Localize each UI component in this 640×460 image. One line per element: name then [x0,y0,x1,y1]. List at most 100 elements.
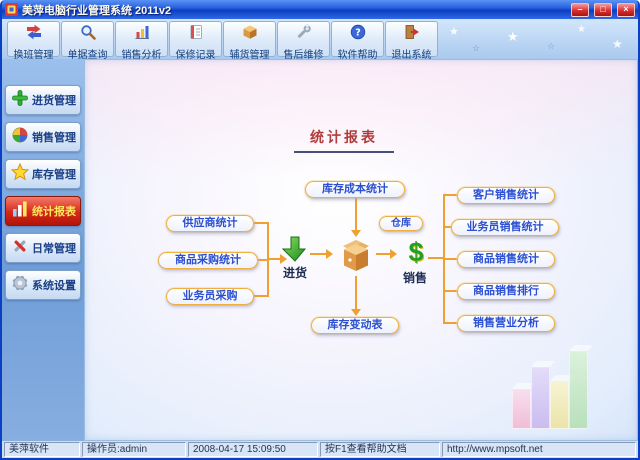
dollar-icon: $ [408,237,424,267]
connector-line [355,276,357,309]
report-link-inventory-change-table[interactable]: 库存变动表 [311,317,399,334]
toolbar-button-document-query[interactable]: 单据查询 [61,21,114,61]
sidebar: 进货管理 销售管理 库存管理 统计报表 日常管理 系统设置 [2,59,84,441]
notebook-icon [188,24,204,45]
star-decoration-icon: ★ [507,29,519,44]
connector-line [445,258,457,260]
report-link-product-sales-ranking[interactable]: 商品销售排行 [457,283,555,300]
toolbar-button-sales-analysis[interactable]: 销售分析 [115,21,168,61]
connector-line [376,253,390,255]
outbound-label: 销售 [402,271,427,285]
sidebar-item-label: 系统设置 [32,280,76,292]
report-link-inventory-cost-stats[interactable]: 库存成本统计 [305,181,405,198]
exit-door-icon [404,24,420,45]
status-company: 美萍软件 [4,442,80,457]
connector-line [445,322,457,324]
star-decoration-icon: ★ [577,24,586,35]
sidebar-item-statistics-reports[interactable]: 统计报表 [5,196,81,226]
close-button[interactable]: × [617,2,635,17]
decorative-bar [531,367,550,429]
toolbar-button-label: 保修记录 [175,50,216,61]
status-datetime: 2008-04-17 15:09:50 [188,442,318,457]
report-link-sales-business-analysis[interactable]: 销售营业分析 [457,315,555,332]
decorative-bar [550,381,569,429]
toolbar-button-label: 软件帮助 [337,50,378,61]
decorative-bar [512,389,531,429]
arrowhead-icon [280,254,287,264]
sidebar-item-inventory-management[interactable]: 库存管理 [5,159,81,189]
goods-box-icon [242,24,258,45]
sidebar-item-daily-management[interactable]: 日常管理 [5,233,81,263]
sidebar-item-purchase-management[interactable]: 进货管理 [5,85,81,115]
toolbar-button-label: 单据查询 [67,50,108,61]
star-decoration-icon: ☆ [472,43,481,53]
sidebar-item-sales-management[interactable]: 销售管理 [5,122,81,152]
report-link-salesman-sales-stats[interactable]: 业务员销售统计 [451,219,559,236]
sidebar-item-label: 日常管理 [32,243,76,255]
toolbar-button-after-sales-repair[interactable]: 售后维修 [277,21,330,61]
report-link-product-purchase-stats[interactable]: 商品采购统计 [158,252,258,269]
toolbar-button-label: 销售分析 [121,50,162,61]
connector-line [443,194,445,324]
toolbar-button-goods-management[interactable]: 辅货管理 [223,21,276,61]
toolbar-button-label: 售后维修 [283,50,324,61]
report-link-customer-sales-stats[interactable]: 客户销售统计 [457,187,555,204]
toolbar-button-shift-change[interactable]: 换班管理 [7,21,60,61]
search-icon [80,24,96,45]
toolbar: ★ ☆ ★ ☆ ★ ★ ☆ ★ ☆ ★ ★ 换班管理 单据查询 销售分析 [2,19,638,61]
page-title: 统计报表 [294,127,394,153]
arrowhead-icon [390,249,397,259]
toolbar-button-software-help[interactable]: ? 软件帮助 [331,21,384,61]
green-plus-icon [11,89,29,112]
stats-bars-icon [11,200,29,223]
tools-icon [11,237,29,260]
toolbar-button-exit-system[interactable]: 退出系统 [385,21,438,61]
arrowhead-icon [351,309,361,316]
warehouse-label: 仓库 [379,216,423,231]
connector-line [258,259,268,261]
bar-chart-icon [134,24,150,45]
window-title: 美萍电脑行业管理系统 2011v2 [22,4,172,17]
sidebar-item-label: 统计报表 [32,206,76,218]
connector-line [355,198,357,230]
toolbar-button-label: 辅货管理 [229,50,270,61]
help-icon: ? [350,24,366,45]
status-bar: 美萍软件 操作员:admin 2008-04-17 15:09:50 按F1查看… [2,441,638,458]
status-operator: 操作员:admin [82,442,186,457]
connector-line [310,253,326,255]
sidebar-item-label: 库存管理 [32,169,76,181]
report-link-salesman-purchase[interactable]: 业务员采购 [166,288,254,305]
sidebar-item-system-settings[interactable]: 系统设置 [5,270,81,300]
decorative-bar [569,351,588,429]
connector-line [254,222,268,224]
statistics-report-panel: 统计报表 库存成本统计 仓库 库存变动 [84,59,638,441]
toolbar-button-warranty-records[interactable]: 保修记录 [169,21,222,61]
maximize-button[interactable]: □ [594,2,612,17]
connector-line [254,295,268,297]
sidebar-item-label: 进货管理 [32,95,76,107]
toolbar-button-label: 换班管理 [13,50,54,61]
report-link-product-sales-stats[interactable]: 商品销售统计 [457,251,555,268]
minimize-button[interactable]: – [571,2,589,17]
toolbar-buttons: 换班管理 单据查询 销售分析 保修记录 辅货管理 售后维修 [7,21,438,61]
pie-chart-icon [11,126,29,149]
sidebar-item-label: 销售管理 [32,132,76,144]
shift-change-icon [26,24,42,45]
title-bar: 美萍电脑行业管理系统 2011v2 – □ × [2,0,638,19]
app-icon [5,3,18,16]
status-website: http://www.mpsoft.net [442,442,636,457]
gear-icon [11,274,29,297]
star-decoration-icon: ☆ [547,41,556,51]
connector-line [445,290,457,292]
report-link-supplier-stats[interactable]: 供应商统计 [166,215,254,232]
svg-text:?: ? [355,27,361,38]
connector-line [428,257,443,259]
toolbar-button-label: 退出系统 [391,50,432,61]
wrench-icon [296,24,312,45]
inbound-label: 进货 [282,266,307,280]
connector-line [445,194,457,196]
arrowhead-icon [326,249,333,259]
status-help-hint: 按F1查看帮助文档 [320,442,440,457]
connector-line [267,258,280,260]
